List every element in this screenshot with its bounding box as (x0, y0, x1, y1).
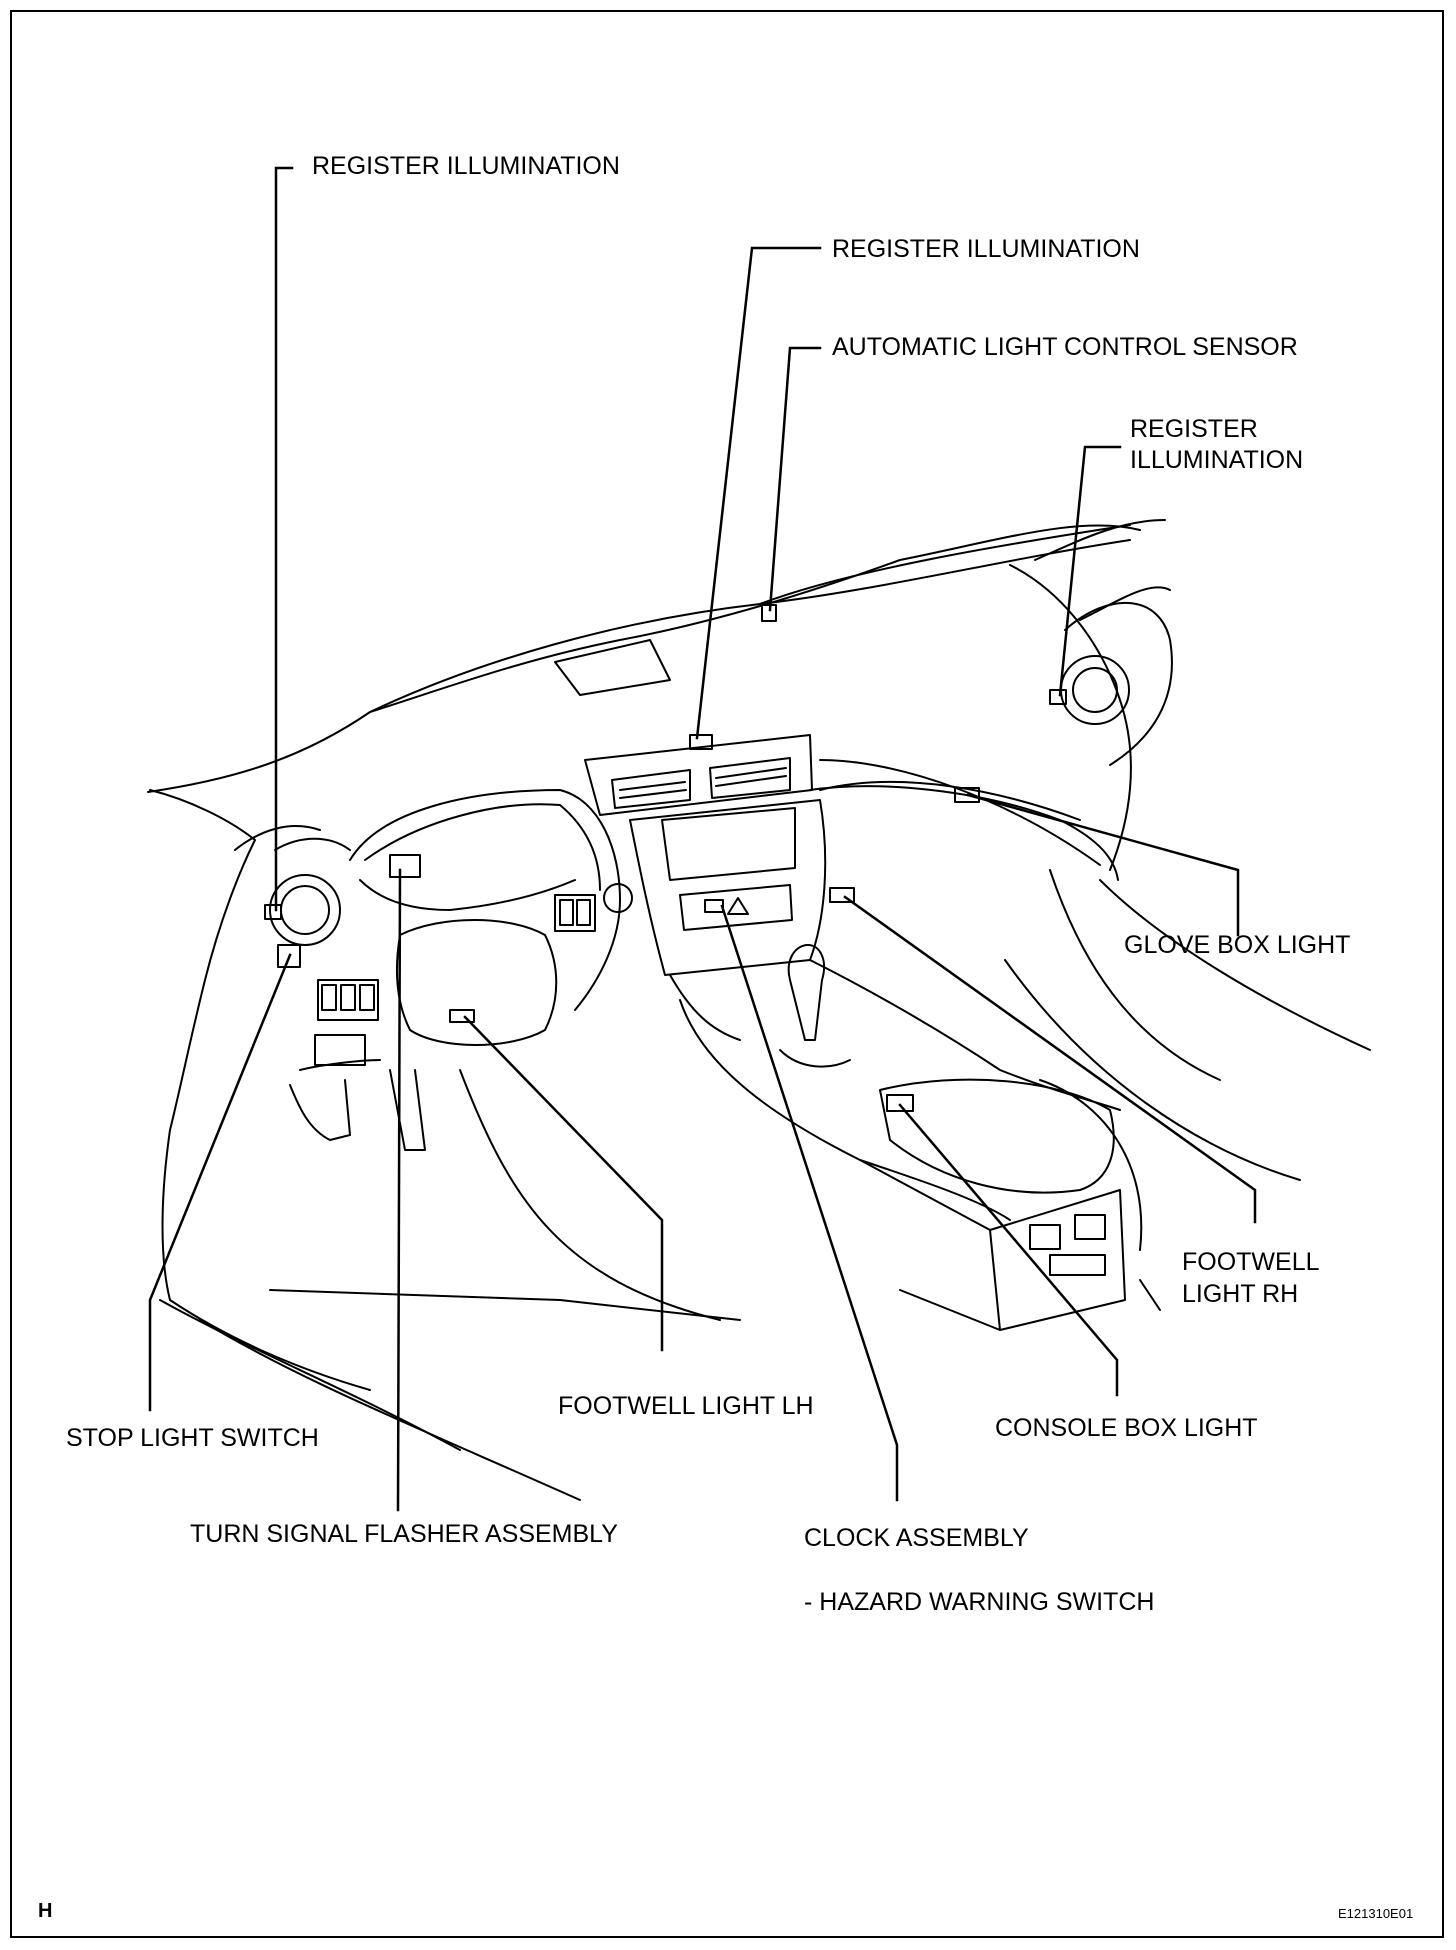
armrest-lid (879, 1078, 1115, 1194)
label-clock-assembly: CLOCK ASSEMBLY (804, 1524, 1029, 1552)
switch-panel-left-lower (314, 1034, 366, 1066)
leader-turn-signal-flasher-assembly (396, 868, 402, 1512)
switch-panel-right (554, 894, 596, 932)
leader-footwell-light-rh (843, 895, 1257, 1224)
stop-light-switch-body (277, 944, 301, 968)
rear-vent-right (1074, 1214, 1106, 1240)
left-lower-line (199, 1319, 581, 1501)
floor-left (269, 1289, 741, 1321)
clock-display (704, 899, 724, 913)
center-vent-housing (584, 734, 813, 816)
door-line-right-3 (1004, 959, 1301, 1181)
dash-left-body (234, 825, 321, 851)
console-left-edge (679, 999, 1011, 1221)
label-automatic-light-control-sensor: AUTOMATIC LIGHT CONTROL SENSOR (832, 333, 1298, 361)
leader-glove-box-light (966, 793, 1240, 937)
dash-top-outline (147, 524, 1141, 793)
floor-front (459, 1069, 721, 1321)
leader-footwell-light-lh (463, 1015, 664, 1352)
windshield-edge (759, 524, 1131, 605)
left-door-curve (161, 1129, 371, 1391)
label-register-illumination-right-line1: REGISTER (1130, 415, 1258, 443)
footwell-light-rh-bulb (829, 887, 855, 903)
window-edge-right (1079, 586, 1171, 621)
label-footwell-light-rh-line1: FOOTWELL (1182, 1248, 1320, 1276)
display-screen (661, 807, 796, 881)
dash-right-contour (1064, 601, 1173, 766)
shift-gate (779, 1049, 851, 1068)
label-register-illumination-right-line2: ILLUMINATION (1130, 446, 1304, 474)
console-right-edge (809, 959, 1121, 1111)
clock-panel (679, 884, 793, 931)
cluster-hood (364, 803, 601, 891)
center-vent-left (611, 769, 691, 809)
right-vent-bezel (1060, 655, 1130, 725)
dash-right-curve (1009, 564, 1132, 871)
glovebox-outline (809, 785, 1119, 881)
brake-pedal (289, 1079, 351, 1141)
accelerator-pedal (389, 1069, 426, 1151)
leader-clock-assembly (720, 904, 899, 1502)
center-stack-lower (669, 974, 741, 1041)
label-footwell-light-lh: FOOTWELL LIGHT LH (558, 1392, 814, 1420)
label-turn-signal-flasher-assembly: TURN SIGNAL FLASHER ASSEMBLY (190, 1520, 618, 1548)
door-line-right-2 (1099, 879, 1371, 1051)
label-glove-box-light: GLOVE BOX LIGHT (1124, 931, 1351, 959)
footwell-light-lh-bulb (449, 1009, 475, 1023)
left-vent-face (280, 885, 330, 935)
label-register-illumination-center: REGISTER ILLUMINATION (832, 235, 1140, 263)
turn-signal-flasher-box (389, 854, 421, 878)
leader-stop-light-switch (148, 953, 292, 1412)
label-footwell-light-rh-line2: LIGHT RH (1182, 1280, 1299, 1308)
register-illum-left-bulb (264, 904, 282, 920)
auto-light-sensor-body (761, 604, 777, 622)
leader-automatic-light-control-sensor (768, 346, 822, 612)
dash-top-inner (369, 539, 1131, 713)
diagram-frame (10, 10, 1444, 1938)
rear-console (989, 1189, 1126, 1331)
door-line-right-1 (1049, 869, 1221, 1081)
hazard-button (727, 897, 749, 915)
switch-panel-left (317, 979, 379, 1021)
leader-console-box-light (898, 1103, 1119, 1397)
figure-code: E121310E01 (1338, 1906, 1414, 1921)
console-box-light-bulb (886, 1094, 914, 1112)
left-vent-hood (274, 837, 351, 851)
start-button (603, 883, 633, 913)
console-body (859, 1159, 1001, 1331)
center-vent-right (709, 757, 791, 799)
dash-left-outline (149, 789, 256, 1131)
cluster-outline (349, 789, 621, 1011)
leader-register-illumination-center (695, 246, 822, 740)
leader-register-illumination-left (274, 166, 294, 912)
leader-register-illumination-right (1058, 445, 1122, 697)
steering-column (396, 919, 558, 1046)
label-stop-light-switch: STOP LIGHT SWITCH (66, 1424, 319, 1452)
register-illum-right-bulb (1049, 689, 1067, 705)
left-vent-bezel (269, 874, 341, 946)
label-console-box-light: CONSOLE BOX LIGHT (995, 1414, 1258, 1442)
right-vent-face (1072, 667, 1118, 713)
label-hazard-warning-switch: - HAZARD WARNING SWITCH (804, 1588, 1155, 1616)
shift-lever (787, 944, 826, 1041)
register-illum-center-bulb (689, 734, 713, 750)
section-letter: H (38, 1900, 53, 1922)
cluster-lower (359, 879, 576, 911)
dash-right-top (1034, 519, 1166, 561)
rear-vent-left (1029, 1224, 1061, 1250)
label-register-illumination-left: REGISTER ILLUMINATION (312, 152, 620, 180)
defroster-panel (554, 639, 671, 696)
